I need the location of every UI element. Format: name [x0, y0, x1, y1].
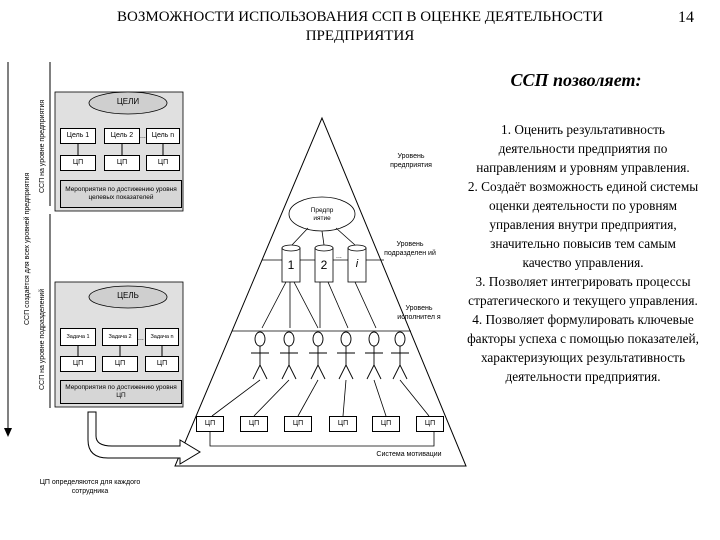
all-levels-label: ССП создаётся для всех уровней предприят…: [24, 172, 31, 325]
tp-top-3: ЦП: [146, 155, 180, 171]
per-employee-note: ЦП определяются для каждого сотрудника: [39, 479, 141, 495]
division-i-label: i: [355, 258, 359, 270]
tp-mid-1: ЦП: [60, 356, 96, 372]
tp-bottom-4: ЦП: [329, 416, 357, 432]
block-arrow-to-motivation: [87, 411, 201, 465]
level-executor-label: Уровень исполнител я: [397, 305, 441, 321]
measures-bottom-box: Мероприятия по достижению уровня ЦП: [60, 380, 182, 404]
tp-mid-3: ЦП: [145, 356, 179, 372]
motivation-label: Система мотивации: [376, 451, 442, 458]
tasks-dots: ...: [138, 335, 144, 342]
tp-bottom-3: ЦП: [284, 416, 312, 432]
level-enterprise-label: Уровень предприятия: [390, 153, 432, 169]
task-2-box: Задача 2: [102, 328, 138, 346]
levels-arrow-head: [4, 428, 12, 437]
goal-2-box: Цель 2: [104, 128, 140, 144]
tp-bottom-6: ЦП: [416, 416, 444, 432]
tp-top-2: ЦП: [104, 155, 140, 171]
motivation-bracket: [209, 432, 435, 447]
enterprise-level-label: ССП на уровне предприятия: [39, 99, 46, 193]
goal-title: ЦЕЛЬ: [117, 291, 139, 300]
benefits-list: 1. Оценить результативность деятельности…: [467, 120, 699, 386]
tp-mid-2: ЦП: [102, 356, 138, 372]
division-level-label: ССП на уровне подразделений: [39, 288, 46, 390]
division-1-label: 1: [287, 258, 295, 272]
tp-bottom-5: ЦП: [372, 416, 400, 432]
division-2-label: 2: [320, 258, 328, 272]
tp-top-1: ЦП: [60, 155, 96, 171]
goals-dots: ...: [140, 133, 146, 140]
executor-figures: [251, 331, 409, 380]
figure-arrows: [211, 379, 430, 417]
page-title: ВОЗМОЖНОСТИ ИСПОЛЬЗОВАНИЯ ССП В ОЦЕНКЕ Д…: [117, 9, 603, 44]
task-n-box: Задача n: [145, 328, 179, 346]
enterprise-node-label: Предпр иятие: [310, 207, 334, 222]
benefit-4: 4. Позволяет формулировать ключевые факт…: [467, 312, 699, 384]
allows-heading: ССП позволяет:: [510, 70, 642, 90]
goal-1-box: Цель 1: [60, 128, 96, 144]
benefit-3: 3. Позволяет интегрировать процессы стра…: [468, 274, 698, 308]
pyramid: [174, 116, 467, 467]
page-number: 14: [678, 9, 694, 26]
measures-top-box: Мероприятия по достижению уровня целевых…: [60, 180, 182, 208]
goals-ellipse: [88, 91, 168, 115]
goals-title: ЦЕЛИ: [116, 97, 140, 106]
divisions-dots: ...: [336, 253, 342, 260]
benefit-1: 1. Оценить результативность деятельности…: [476, 122, 690, 175]
tp-bottom-2: ЦП: [240, 416, 268, 432]
tp-bottom-1: ЦП: [196, 416, 224, 432]
goal-n-box: Цель n: [146, 128, 180, 144]
benefit-2: 2. Создаёт возможность единой системы оц…: [467, 179, 699, 270]
task-1-box: Задача 1: [60, 328, 96, 346]
level-division-label: Уровень подразделен ий: [384, 241, 436, 257]
goal-ellipse: [88, 285, 168, 309]
